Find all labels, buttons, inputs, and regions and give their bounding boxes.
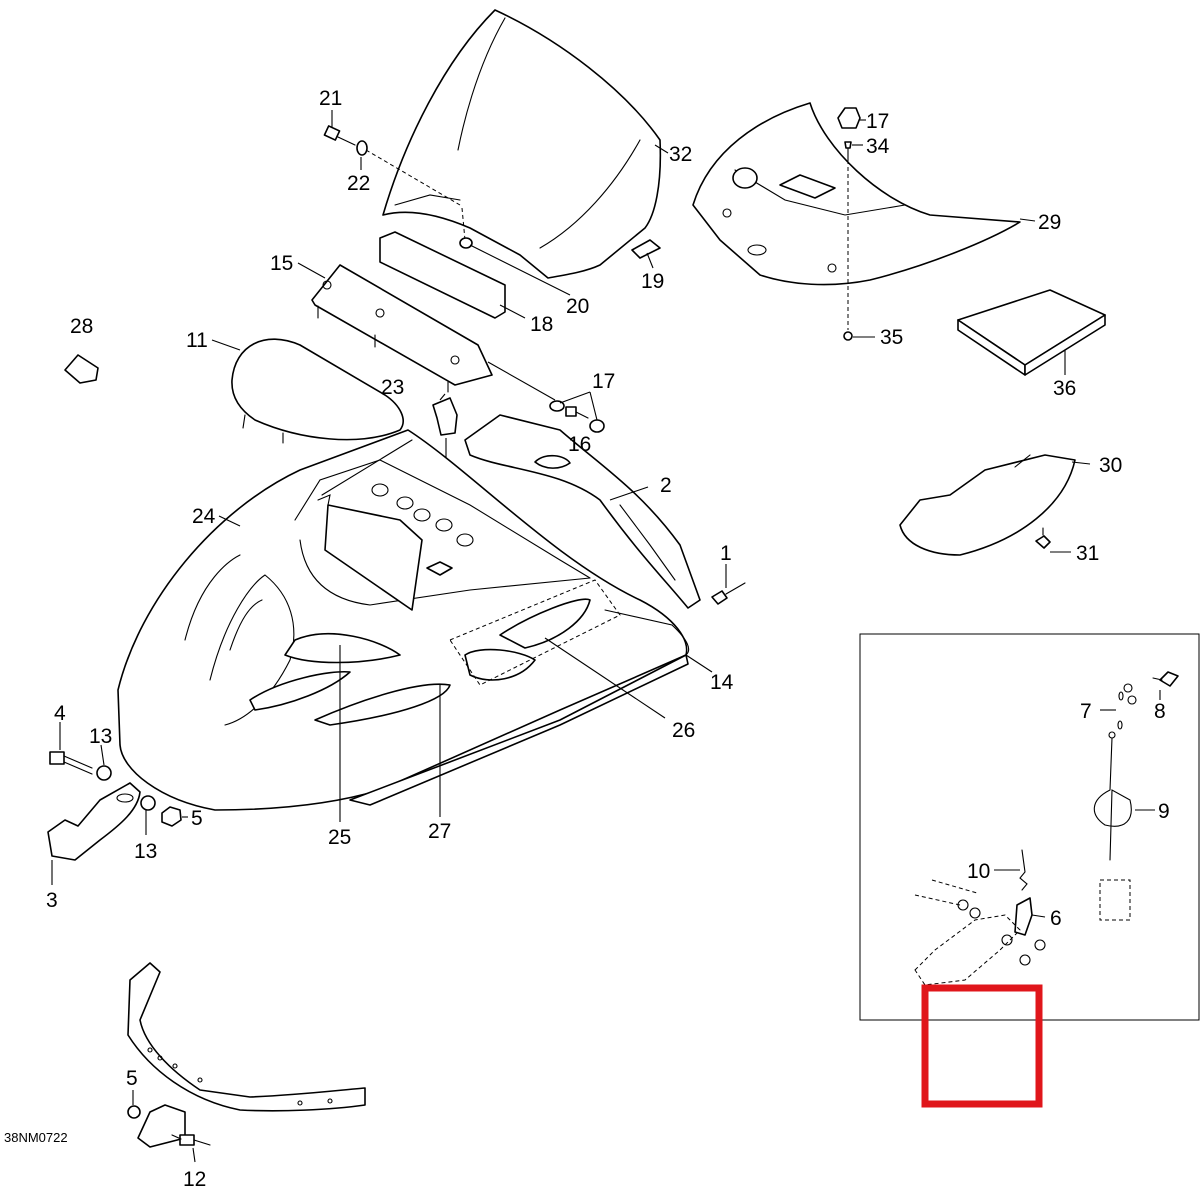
callout-24: 24 — [192, 505, 216, 528]
panel-part — [231, 338, 404, 444]
callout-22: 22 — [347, 172, 370, 195]
screw-part — [565, 406, 589, 419]
callout-9: 9 — [1158, 800, 1170, 823]
leader-lines — [51, 110, 1161, 1163]
callout-19: 19 — [641, 270, 664, 293]
screw-part — [1035, 527, 1051, 549]
callout-32: 32 — [669, 143, 692, 166]
callout-12: 12 — [183, 1168, 206, 1191]
callout-10: 10 — [967, 860, 990, 883]
callout-4: 4 — [54, 702, 66, 725]
bumper-bracket-part — [137, 1104, 186, 1148]
callout-7: 7 — [1080, 700, 1092, 723]
callout-17-b: 17 — [592, 370, 615, 393]
callout-labels: 21 22 32 17 34 29 15 20 19 18 28 35 11 2… — [46, 87, 1170, 1191]
callout-8: 8 — [1154, 700, 1166, 723]
callout-21: 21 — [319, 87, 342, 110]
callout-29: 29 — [1038, 211, 1061, 234]
highlight-frame — [921, 984, 1043, 1108]
callout-25: 25 — [328, 826, 351, 849]
callout-31: 31 — [1076, 542, 1099, 565]
callout-30: 30 — [1099, 454, 1122, 477]
callout-13-b: 13 — [134, 840, 157, 863]
hood-part — [117, 429, 690, 811]
callout-26: 26 — [672, 719, 695, 742]
callout-6: 6 — [1050, 907, 1062, 930]
inset-hardware — [914, 671, 1179, 986]
grommet-part — [432, 397, 458, 436]
duct-part — [464, 414, 701, 609]
callout-5: 5 — [191, 807, 203, 830]
hardware-part — [49, 751, 112, 781]
clip-part — [631, 239, 661, 259]
callout-20: 20 — [566, 295, 589, 318]
callout-23: 23 — [381, 376, 404, 399]
console-part — [311, 264, 493, 393]
bumper-part — [127, 962, 366, 1112]
rivet-part — [711, 590, 728, 605]
callout-35: 35 — [880, 326, 903, 349]
foam-part — [957, 289, 1106, 376]
callout-2: 2 — [660, 474, 672, 497]
bracket-part — [47, 782, 141, 861]
callout-15: 15 — [270, 252, 293, 275]
callout-27: 27 — [428, 820, 451, 843]
callout-13: 13 — [89, 725, 112, 748]
detail-inset — [859, 633, 1200, 1021]
pad-part — [379, 231, 506, 319]
belly-pan-part — [692, 102, 1021, 286]
callout-34: 34 — [866, 135, 890, 158]
bolt-part — [323, 125, 368, 156]
nut-part — [161, 806, 182, 827]
plug-part — [837, 107, 861, 129]
callout-5-b: 5 — [126, 1067, 138, 1090]
figure-code: 38NM0722 — [4, 1130, 68, 1145]
callout-18: 18 — [530, 313, 553, 336]
callout-36: 36 — [1053, 377, 1076, 400]
callout-16: 16 — [568, 433, 591, 456]
cover-part — [64, 354, 99, 384]
windshield-part — [382, 9, 662, 279]
callout-17: 17 — [866, 110, 889, 133]
callout-3: 3 — [46, 889, 58, 912]
callout-14: 14 — [710, 671, 734, 694]
callout-11: 11 — [186, 329, 208, 352]
callout-1: 1 — [720, 542, 732, 565]
deflector-part — [899, 454, 1076, 556]
callout-28: 28 — [70, 315, 93, 338]
